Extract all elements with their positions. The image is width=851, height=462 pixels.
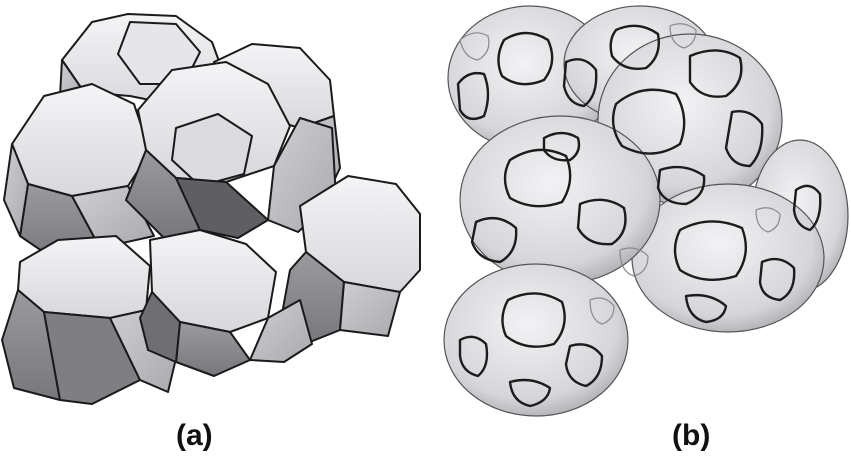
panel-a-label: (a) <box>176 418 213 454</box>
panel-b-rounded-cells: (b) <box>440 0 851 462</box>
panel-a-polyhedra: (a) <box>0 0 430 462</box>
rounded-cell-cluster-illustration <box>440 0 851 462</box>
polyhedron-left <box>4 84 154 262</box>
panel-b-label: (b) <box>672 418 710 454</box>
cell-bottom <box>444 264 628 416</box>
polyhedra-cluster-illustration <box>0 0 430 462</box>
